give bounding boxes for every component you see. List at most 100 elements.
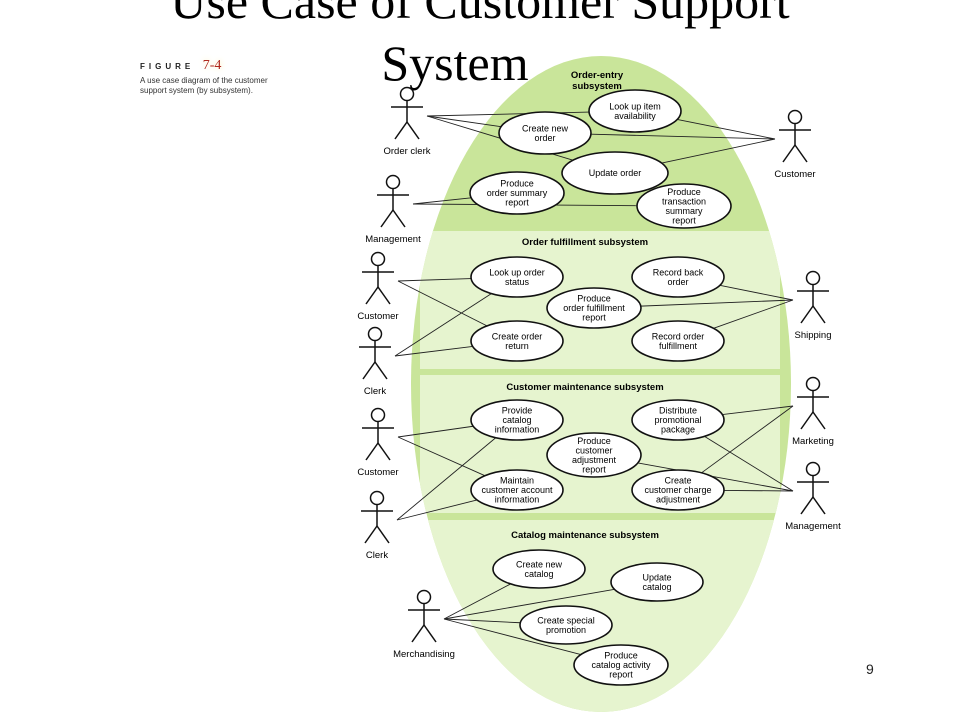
- use-case-label-line: Create new: [516, 559, 563, 569]
- actor-label: Clerk: [364, 386, 386, 397]
- use-case-label-line: Produce: [667, 187, 701, 197]
- stick-figure-icon: [797, 461, 829, 515]
- use-case-ellipse: [561, 151, 669, 195]
- association-line-clerk-2-maintain-customer-account-information: [396, 499, 478, 521]
- association-line-customer-1-oe-look-up-item-availability: [677, 118, 776, 140]
- association-line-marketing-distribute-promotional-package: [722, 405, 794, 416]
- actor-clerk-2[interactable]: Clerk: [361, 490, 393, 562]
- use-case-ellipse: [546, 287, 642, 329]
- use-case-label-line: report: [582, 464, 606, 474]
- association-line-management-2-produce-customer-adjustment-report: [637, 462, 794, 492]
- use-case-label-line: report: [505, 198, 529, 208]
- actor-merchandising[interactable]: Merchandising: [393, 589, 455, 661]
- use-case-ellipse: [469, 171, 565, 215]
- actor-label: Marketing: [792, 436, 834, 447]
- subsystem-title-order-fulfillment: Order fulfillment subsystem: [522, 237, 648, 248]
- actor-customer-1[interactable]: Customer: [357, 251, 399, 323]
- actor-shipping[interactable]: Shipping: [795, 270, 832, 342]
- page-number: 9: [866, 661, 874, 677]
- actor-label: Clerk: [366, 550, 388, 561]
- use-case-label-line: Update: [642, 572, 671, 582]
- slide-title-line-1: Use Case of Customer Support: [170, 0, 790, 29]
- actor-management-2[interactable]: Management: [785, 461, 841, 533]
- association-line-merchandising-create-special-promotion: [443, 618, 521, 624]
- use-case-label-line: Distribute: [659, 406, 697, 416]
- association-line-shipping-record-order-fulfillment: [713, 299, 794, 329]
- use-case-label-line: Produce: [577, 294, 611, 304]
- subsystem-title-customer-maintenance: Customer maintenance subsystem: [506, 382, 663, 393]
- figure-number: 7-4: [202, 58, 222, 73]
- actor-label: Shipping: [795, 330, 832, 341]
- actor-label: Merchandising: [393, 649, 455, 660]
- use-case-label-line: Record back: [653, 267, 704, 277]
- actor-label: Customer: [357, 467, 398, 478]
- stick-figure-icon: [361, 490, 393, 544]
- actor-customer-3[interactable]: Customer: [357, 407, 399, 479]
- actor-clerk-1[interactable]: Clerk: [359, 326, 391, 398]
- use-case-ellipse: [470, 256, 564, 298]
- actor-marketing[interactable]: Marketing: [792, 376, 834, 448]
- use-case-label-line: Look up order: [489, 267, 545, 277]
- use-case-label-line: Create order: [492, 331, 543, 341]
- use-case-label-line: customer charge: [644, 485, 711, 495]
- use-case-label-line: information: [495, 425, 540, 435]
- actors-layer: Order clerkManagementCustomerCustomerCle…: [357, 86, 841, 661]
- actor-label: Customer: [774, 169, 815, 180]
- use-case-ellipse: [631, 256, 725, 298]
- figure-caption-line-2: support system (by subsystem).: [140, 86, 253, 95]
- use-case-ellipse: [498, 111, 592, 155]
- use-case-ellipse: [636, 183, 732, 229]
- stick-figure-icon: [797, 270, 829, 324]
- use-case-label-line: catalog: [642, 582, 671, 592]
- use-case-label-line: adjustment: [656, 495, 701, 505]
- use-case-label-line: Produce: [604, 651, 638, 661]
- association-line-clerk-1-create-order-return: [394, 345, 473, 357]
- use-case-label-line: catalog: [502, 415, 531, 425]
- association-line-customer-1-create-order-return: [397, 280, 488, 327]
- use-case-label-line: order fulfillment: [563, 303, 625, 313]
- use-case-ellipse: [631, 320, 725, 362]
- use-case-label-line: Create: [664, 476, 691, 486]
- use-case-ellipse: [588, 89, 682, 133]
- use-case-label-line: transaction: [662, 196, 706, 206]
- use-case-label-line: report: [582, 313, 606, 323]
- actor-order-clerk[interactable]: Order clerk: [384, 86, 431, 158]
- association-line-clerk-2-provide-catalog-information: [396, 437, 497, 521]
- use-case-update-order[interactable]: Update order: [561, 151, 669, 195]
- actor-label: Management: [785, 521, 841, 532]
- stick-figure-icon: [408, 589, 440, 643]
- actor-label: Order clerk: [384, 146, 431, 157]
- actor-management-1[interactable]: Management: [365, 174, 421, 246]
- actor-customer-2[interactable]: Customer: [774, 109, 816, 181]
- use-case-label-line: Produce: [577, 436, 611, 446]
- association-line-customer-3-provide-catalog-information: [397, 425, 474, 438]
- use-case-label-line: status: [505, 277, 530, 287]
- association-line-marketing-create-customer-charge-adjustment: [701, 405, 794, 474]
- subsystem-title-order-entry-line-1: Order-entry: [571, 70, 624, 81]
- use-case-label-line: Produce: [500, 179, 534, 189]
- association-line-management-2-distribute-promotional-package: [704, 435, 794, 492]
- use-case-label-line: order: [534, 133, 555, 143]
- actor-label: Management: [365, 234, 421, 245]
- use-case-ellipse: [470, 469, 564, 511]
- association-line-customer-1-oe-create-new-order: [590, 133, 776, 140]
